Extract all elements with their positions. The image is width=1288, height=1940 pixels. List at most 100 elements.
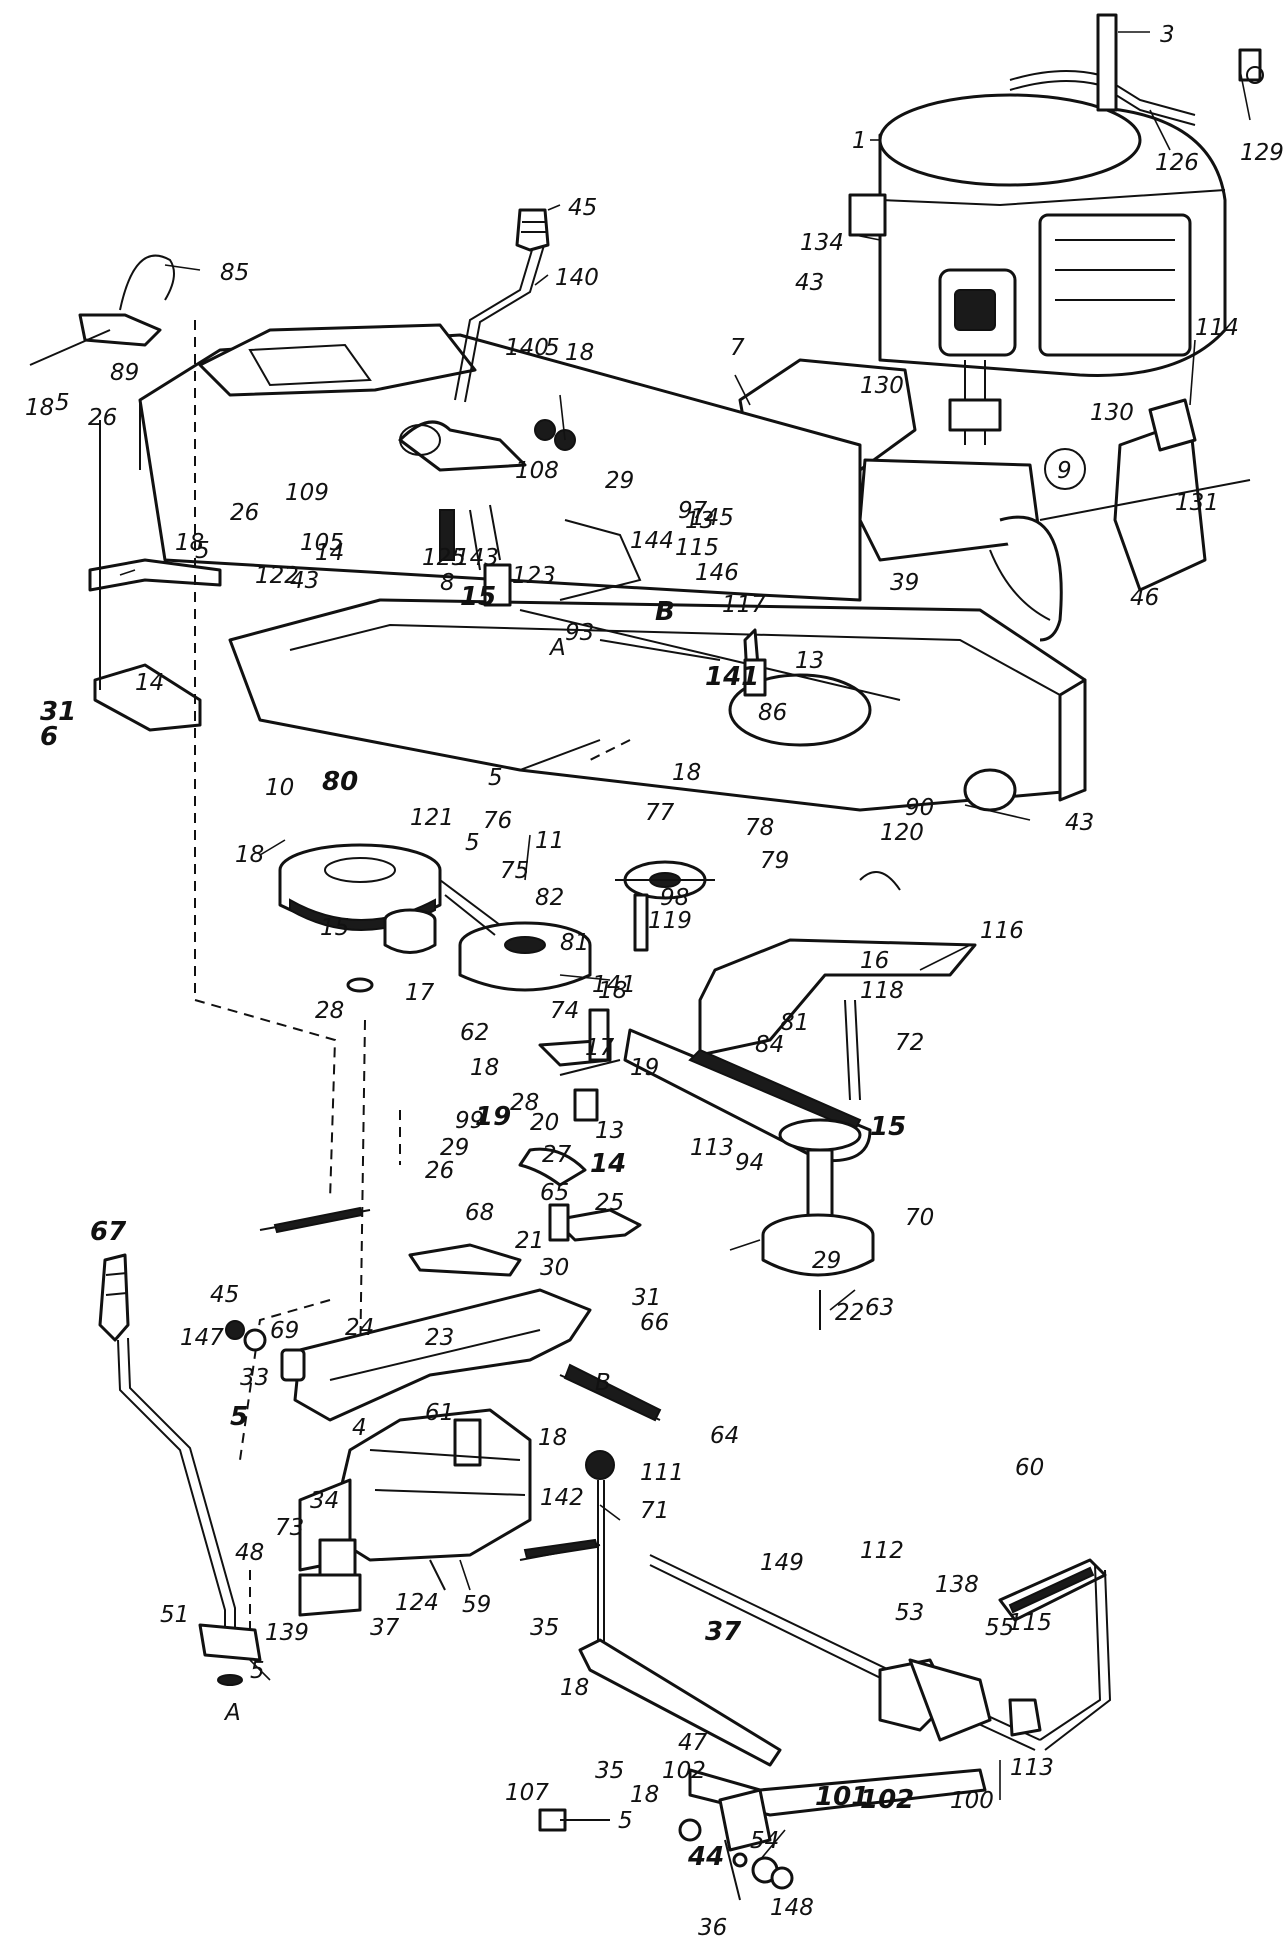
callout: 101 (815, 1782, 869, 1812)
callout: 19 (630, 1055, 659, 1081)
callout: 61 (425, 1400, 454, 1426)
callout: 71 (640, 1498, 669, 1524)
callout: 146 (695, 560, 739, 586)
callout: 130 (1090, 400, 1134, 426)
callout: 99 (455, 1108, 484, 1134)
callout: 1 (852, 128, 867, 154)
callout: 77 (645, 800, 675, 826)
callout: 115 (1008, 1610, 1052, 1636)
callout: 31 (40, 697, 76, 727)
callout: 122 (255, 563, 299, 589)
callout: 102 (860, 1785, 914, 1815)
callout: 67 (90, 1217, 127, 1247)
fuel-line-assembly (1009, 13, 1264, 126)
callout: 17 (405, 980, 435, 1006)
callout: 84 (755, 1032, 784, 1058)
callout: 18 (470, 1055, 499, 1081)
callout: 147 (180, 1325, 224, 1351)
callout: 54 (750, 1828, 779, 1854)
callout: 123 (512, 563, 556, 589)
callout: 25 (595, 1190, 624, 1216)
callout: 148 (770, 1895, 814, 1921)
engine (848, 93, 1227, 445)
callout: 64 (710, 1423, 739, 1449)
transaxle (298, 1408, 532, 1617)
callout: 29 (812, 1248, 841, 1274)
callout: 22 (835, 1300, 864, 1326)
callout: 20 (530, 1110, 559, 1136)
callout: 78 (745, 815, 774, 841)
callout: 14 (135, 670, 164, 696)
rear-belt-pulley (623, 999, 875, 1330)
cable-bracket (29, 254, 175, 366)
callout: 27 (542, 1142, 572, 1168)
callout: 39 (890, 570, 919, 596)
callout: 113 (690, 1135, 734, 1161)
callout: 18 (235, 842, 264, 868)
callout: 37 (705, 1617, 742, 1647)
callout: 66 (640, 1310, 669, 1336)
callout: 116 (980, 918, 1024, 944)
callout: B (655, 597, 675, 627)
callout: 44 (687, 1842, 724, 1872)
callout: 130 (860, 373, 904, 399)
callout: 140 (505, 335, 549, 361)
callout-labels: 3 129 1 126 45 85 140 134 43 7 114 89 5 … (25, 22, 1284, 1940)
callout: 126 (1155, 150, 1199, 176)
callout: 45 (210, 1282, 239, 1308)
callout: 73 (275, 1515, 304, 1541)
callout: 117 (722, 592, 766, 618)
callout: 129 (1240, 140, 1284, 166)
callout: 124 (395, 1590, 439, 1616)
callout: 81 (780, 1010, 809, 1036)
callout: 31 (632, 1285, 661, 1311)
shift-lever-left (98, 1253, 262, 1686)
callout: 30 (540, 1255, 569, 1281)
callout: 5 (488, 765, 503, 791)
callout: A (548, 635, 566, 661)
callout: 68 (465, 1200, 494, 1226)
callout: 81 (560, 930, 589, 956)
callout: 85 (220, 260, 249, 286)
callout: 18 (560, 1675, 589, 1701)
callout: 18 (598, 978, 627, 1004)
callout: 18 (25, 395, 54, 421)
callout: 121 (410, 805, 454, 831)
callout: 112 (860, 1538, 904, 1564)
frame-deck (228, 598, 1087, 812)
right-bracket (1039, 398, 1251, 592)
callout: 5 (465, 830, 480, 856)
callout: 37 (370, 1615, 400, 1641)
callout: 82 (535, 885, 564, 911)
callout: 47 (678, 1730, 708, 1756)
callout: 94 (735, 1150, 764, 1176)
callout: 102 (662, 1758, 706, 1784)
callout: 19 (475, 1102, 511, 1132)
callout: 114 (1195, 315, 1239, 341)
callout: 5 (250, 1658, 265, 1684)
callout: 51 (160, 1602, 189, 1628)
callout: 111 (640, 1460, 684, 1486)
callout: 120 (880, 820, 924, 846)
callout: 14 (590, 1149, 626, 1179)
callout: 79 (760, 848, 789, 874)
callout: 48 (235, 1540, 264, 1566)
callout: 34 (310, 1488, 339, 1514)
control-arm (398, 419, 576, 607)
callout: 18 (565, 340, 594, 366)
callout: 10 (265, 775, 294, 801)
callout: 144 (630, 528, 674, 554)
leader-lines (119, 31, 1251, 1861)
callout: 36 (698, 1915, 727, 1940)
callout: 18 (175, 530, 204, 556)
callout: 18 (672, 760, 701, 786)
callout: 13 (685, 508, 714, 534)
callout: 3 (1160, 22, 1175, 48)
callout: 26 (88, 405, 117, 431)
callout: 115 (675, 535, 719, 561)
callout: 90 (905, 795, 934, 821)
callout: 140 (555, 265, 599, 291)
callout: 139 (265, 1620, 309, 1646)
callout: 29 (440, 1135, 469, 1161)
callout: 26 (230, 500, 259, 526)
